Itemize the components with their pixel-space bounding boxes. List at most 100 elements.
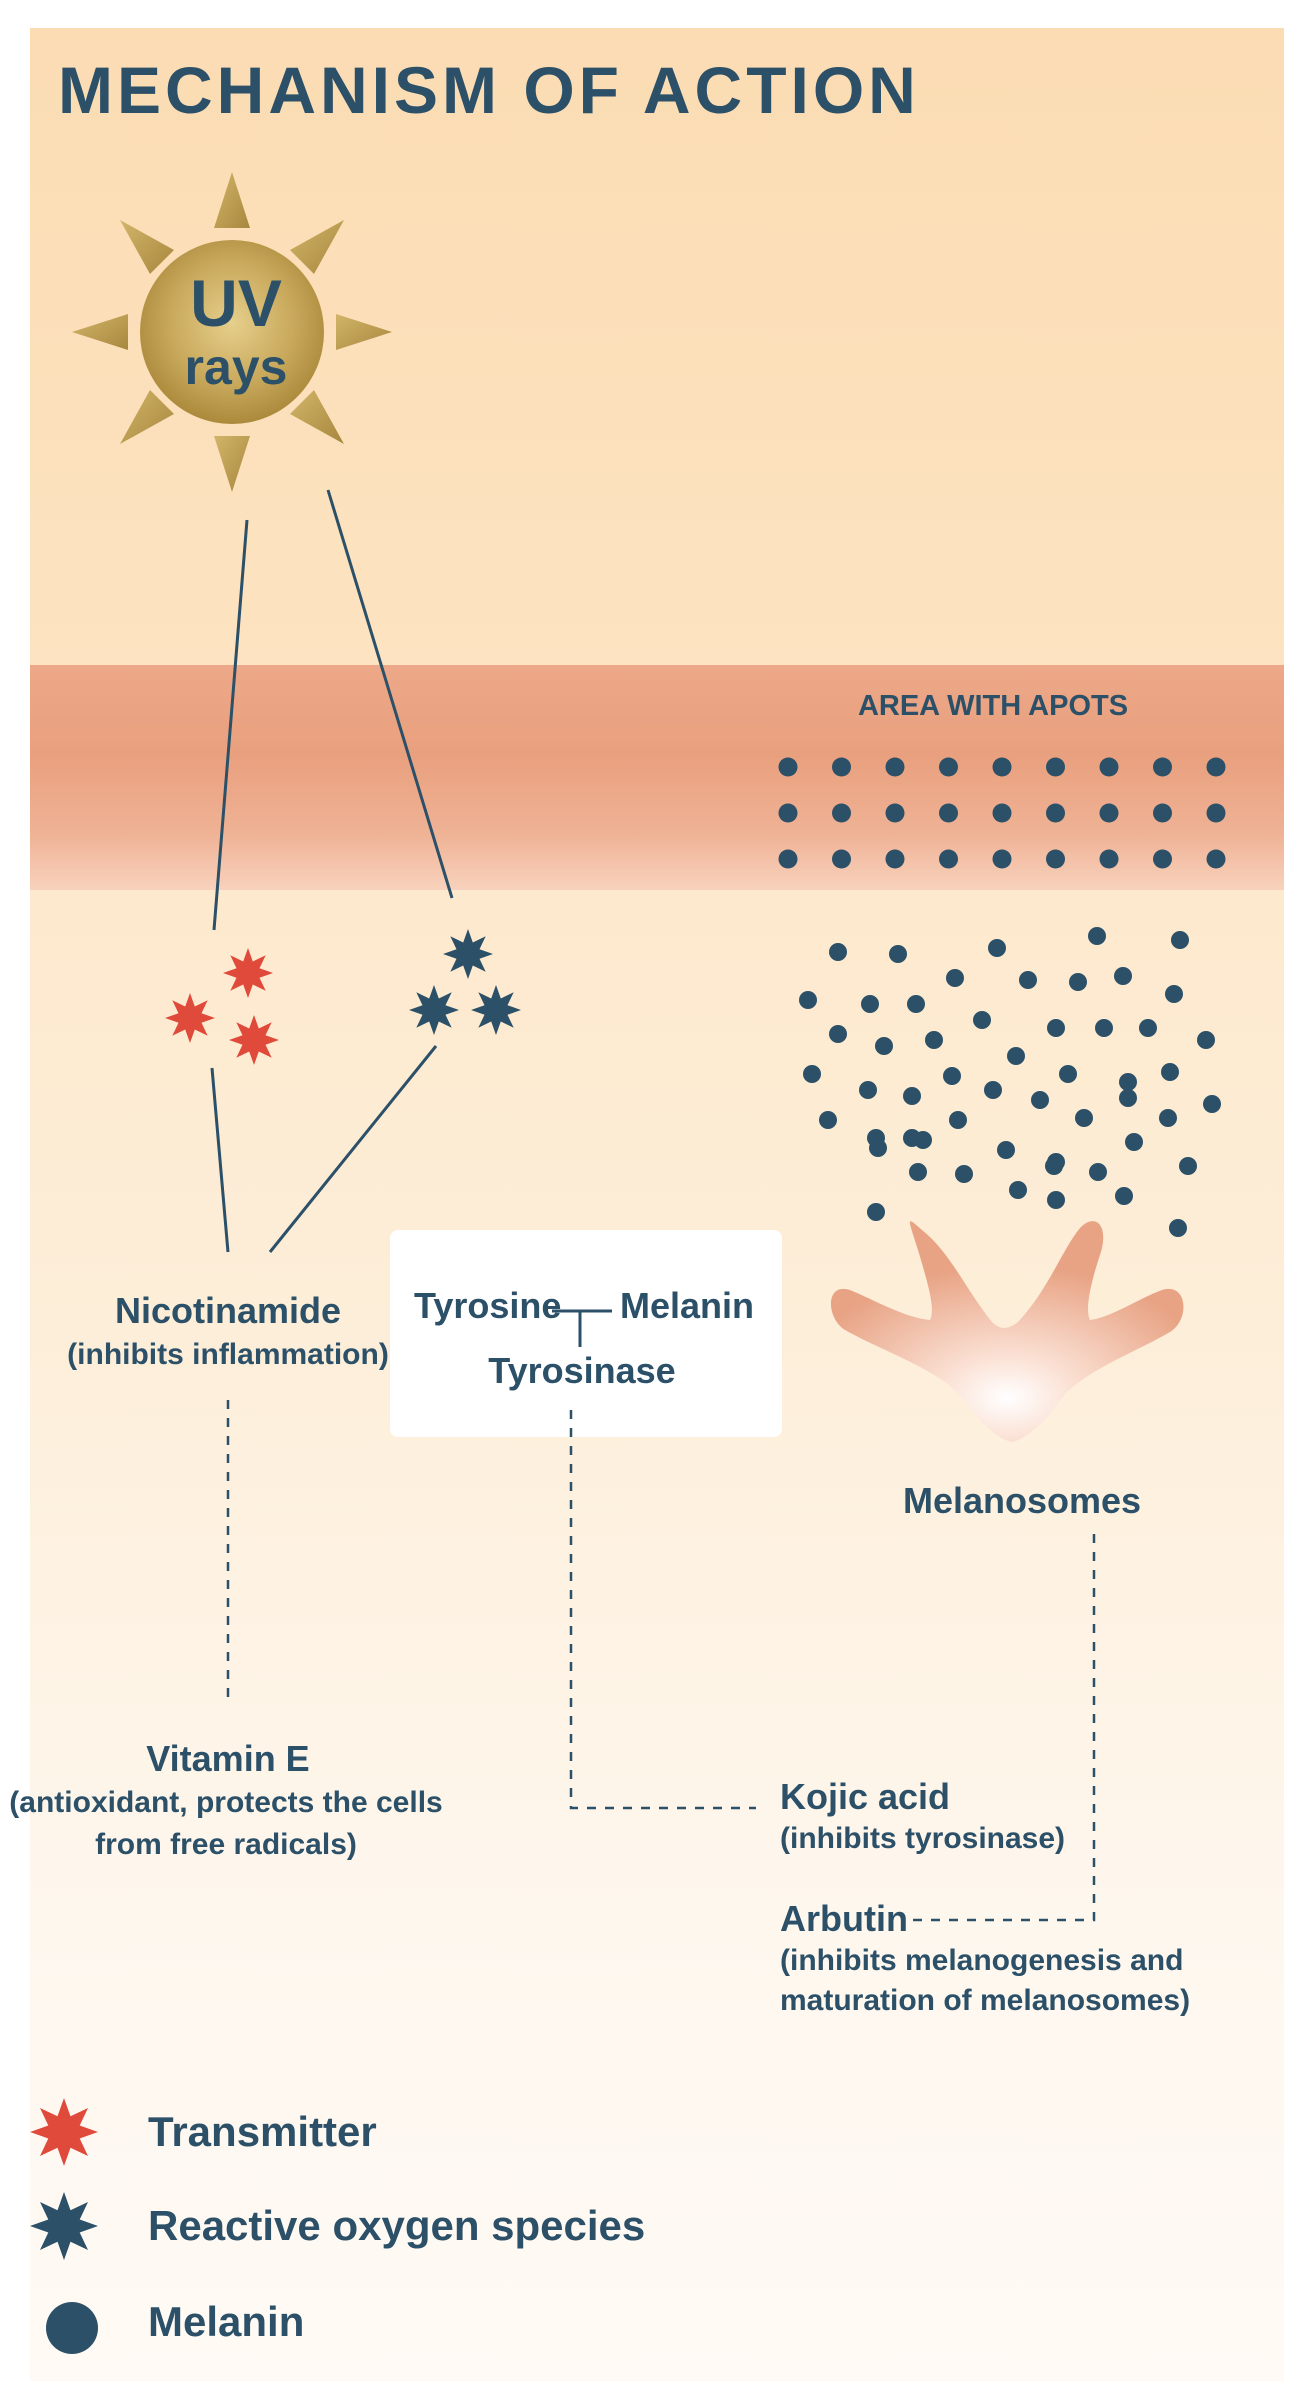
melanin-dot [1009, 1181, 1027, 1199]
sun-label-rays: rays [184, 339, 288, 395]
skin-spot-dot [1099, 757, 1119, 777]
skin-spot-dot [832, 803, 851, 823]
melanin-dot [1203, 1095, 1221, 1113]
melanin-dot [903, 1087, 921, 1105]
melanin-dot [1159, 1109, 1177, 1127]
reaction-box [390, 1230, 782, 1437]
melanin-dot [907, 995, 925, 1013]
melanosomes-to-arbutin-dash [910, 1534, 1096, 1922]
skin-spot-dot [992, 849, 1012, 869]
nicotinamide-label: Nicotinamide [114, 1290, 342, 1331]
legend-label-ros: Reactive oxygen species [148, 2202, 646, 2249]
transmitter-star-icon [165, 993, 215, 1043]
melanin-dot [1119, 1089, 1137, 1107]
ros-to-nicotinamide-line [268, 1045, 438, 1253]
skin-spots-grid [778, 757, 1226, 869]
skin-spot-dot [778, 849, 798, 869]
skin-spot-dot [1099, 849, 1119, 869]
skin-spot-dot [939, 803, 958, 823]
melanin-dot [1047, 1191, 1065, 1209]
ros-star-icon [409, 985, 459, 1035]
melanin-dot [829, 1025, 847, 1043]
skin-area-label: AREA WITH APOTS [857, 690, 1129, 722]
melanocyte-icon [830, 1221, 1184, 1442]
melanin-dot [997, 1141, 1015, 1159]
legend-label-melanin: Melanin [148, 2298, 305, 2345]
vitamin-e-desc-2: from free radicals) [95, 1828, 357, 1861]
skin-spot-dot [1046, 849, 1065, 869]
legend-label-transmitter: Transmitter [148, 2108, 377, 2155]
skin-spot-dot [992, 803, 1012, 823]
tyrosinase-to-kojic-dash [569, 1410, 756, 1810]
melanin-dot [1115, 1187, 1133, 1205]
transmitter-to-nicotinamide-line [210, 1067, 230, 1253]
skin-spot-dot [885, 757, 905, 777]
transmitter-star-icon [229, 1015, 279, 1065]
melanin-dot [1031, 1091, 1049, 1109]
arbutin-desc-2: maturation of melanosomes) [780, 1984, 1191, 2017]
legend-blue-star-shape [30, 2192, 98, 2260]
melanin-dot [949, 1111, 967, 1129]
melanin-dot [984, 1081, 1002, 1099]
melanin-dot [819, 1111, 837, 1129]
melanin-dot [1139, 1019, 1157, 1037]
melanin-dot [869, 1139, 887, 1157]
skin-spot-dot [885, 849, 905, 869]
sun-label-uv: UV [190, 266, 282, 340]
melanin-dot [943, 1067, 961, 1085]
skin-spot-dot [1206, 757, 1226, 777]
skin-spot-dot [1153, 757, 1172, 777]
melanin-dot [1059, 1065, 1077, 1083]
skin-spot-dot [885, 803, 905, 823]
melanin-dot [1114, 967, 1132, 985]
legend-blue-star-icon [30, 2192, 98, 2260]
skin-spot-dot [778, 803, 798, 823]
melanin-dot [914, 1131, 932, 1149]
skin-spot-dot [992, 757, 1012, 777]
sun-icon [72, 172, 392, 492]
melanin-dot [1125, 1133, 1143, 1151]
legend-red-star-icon [30, 2098, 98, 2166]
skin-spot-dot [1046, 757, 1065, 777]
legend-melanin-dot-icon [46, 2302, 98, 2354]
kojic-acid-label: Kojic acid [780, 1776, 951, 1817]
uv-line-left [212, 519, 249, 931]
skin-spot-dot [1206, 803, 1226, 823]
melanin-dot [803, 1065, 821, 1083]
melanin-dot [799, 991, 817, 1009]
melanin-dot [1069, 973, 1087, 991]
nicotinamide-desc: (inhibits inflammation) [67, 1338, 389, 1371]
melanin-dot [1165, 985, 1183, 1003]
skin-spot-dot [778, 757, 798, 777]
melanin-dot [861, 995, 879, 1013]
melanin-dot [1007, 1047, 1025, 1065]
skin-spot-dot [1099, 803, 1119, 823]
skin-spot-dot [832, 849, 851, 869]
ros-star-icon [471, 985, 521, 1035]
skin-spot-dot [832, 757, 851, 777]
reaction-substrate: Tyrosine [414, 1285, 562, 1326]
uv-line-right [326, 489, 454, 899]
arbutin-desc-1: (inhibits melanogenesis and [780, 1944, 1184, 1977]
skin-spot-dot [1046, 803, 1065, 823]
melanin-dot [1179, 1157, 1197, 1175]
melanosomes-label: Melanosomes [902, 1480, 1142, 1521]
ros-star-group [409, 929, 521, 1035]
melanin-dot [973, 1011, 991, 1029]
skin-spot-dot [939, 849, 958, 869]
melanin-dot [925, 1031, 943, 1049]
skin-spot-dot [1153, 849, 1172, 869]
melanin-dot [1075, 1109, 1093, 1127]
melanin-dot [875, 1037, 893, 1055]
kojic-acid-desc: (inhibits tyrosinase) [780, 1822, 1066, 1855]
transmitter-star-icon [223, 948, 273, 998]
legend-red-star-shape [30, 2098, 98, 2166]
melanin-dot-cloud [799, 927, 1221, 1237]
melanin-dot [1089, 1163, 1107, 1181]
reaction-enzyme: Tyrosinase [488, 1350, 676, 1391]
melanin-dot [955, 1165, 973, 1183]
melanin-dot [1161, 1063, 1179, 1081]
melanin-dot [829, 943, 847, 961]
skin-spot-dot [1153, 803, 1172, 823]
